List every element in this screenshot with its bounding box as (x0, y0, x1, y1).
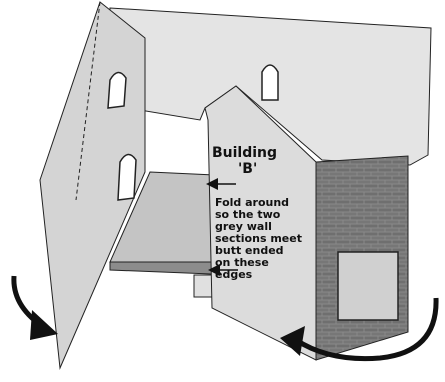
left-panel-window-upper (108, 72, 126, 108)
fold-arrow-left-head (30, 310, 58, 340)
building-title: Building (212, 145, 277, 161)
left-panel-window-lower (118, 154, 136, 200)
building-letter: 'B' (238, 161, 257, 177)
floor-support (194, 275, 212, 297)
brick-wall-opening (338, 252, 398, 320)
back-wall-window (262, 65, 278, 100)
